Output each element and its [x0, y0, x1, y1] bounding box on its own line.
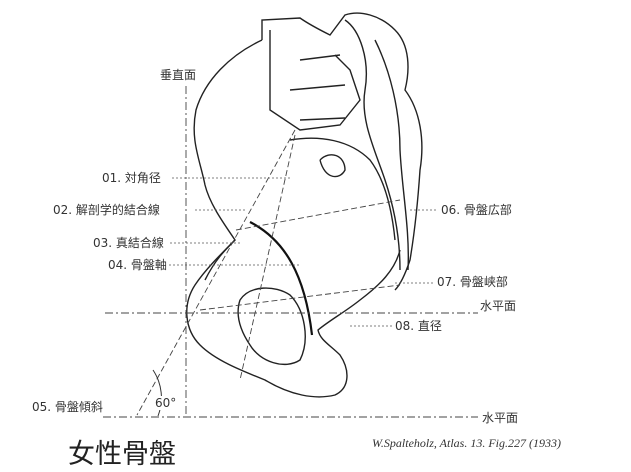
angle-label: 60°: [155, 396, 177, 410]
label-08: 08. 直径: [395, 319, 442, 333]
label-02: 02. 解剖学的結合線: [53, 203, 160, 217]
label-05: 05. 骨盤傾斜: [32, 400, 103, 414]
figure-title: 女性骨盤: [68, 439, 176, 470]
horizontal-plane-label-upper: 水平面: [480, 299, 517, 313]
label-03: 03. 真結合線: [93, 236, 164, 250]
pelvis-outline: [186, 12, 423, 398]
label-04: 04. 骨盤軸: [108, 258, 167, 272]
angle-arc: [152, 369, 162, 417]
reference-planes: [103, 86, 478, 418]
label-06: 06. 骨盤広部: [441, 203, 512, 217]
pelvic-axis-line: [249, 221, 314, 336]
label-07: 07. 骨盤峡部: [437, 275, 508, 289]
leader-lines: [169, 177, 438, 327]
label-01: 01. 対角径: [102, 171, 161, 185]
horizontal-plane-label-lower: 水平面: [482, 411, 519, 425]
diameter-lines: [136, 129, 401, 416]
figure-citation: W.Spalteholz, Atlas. 13. Fig.227 (1933): [372, 436, 561, 450]
vertical-plane-label: 垂直面: [160, 68, 197, 82]
